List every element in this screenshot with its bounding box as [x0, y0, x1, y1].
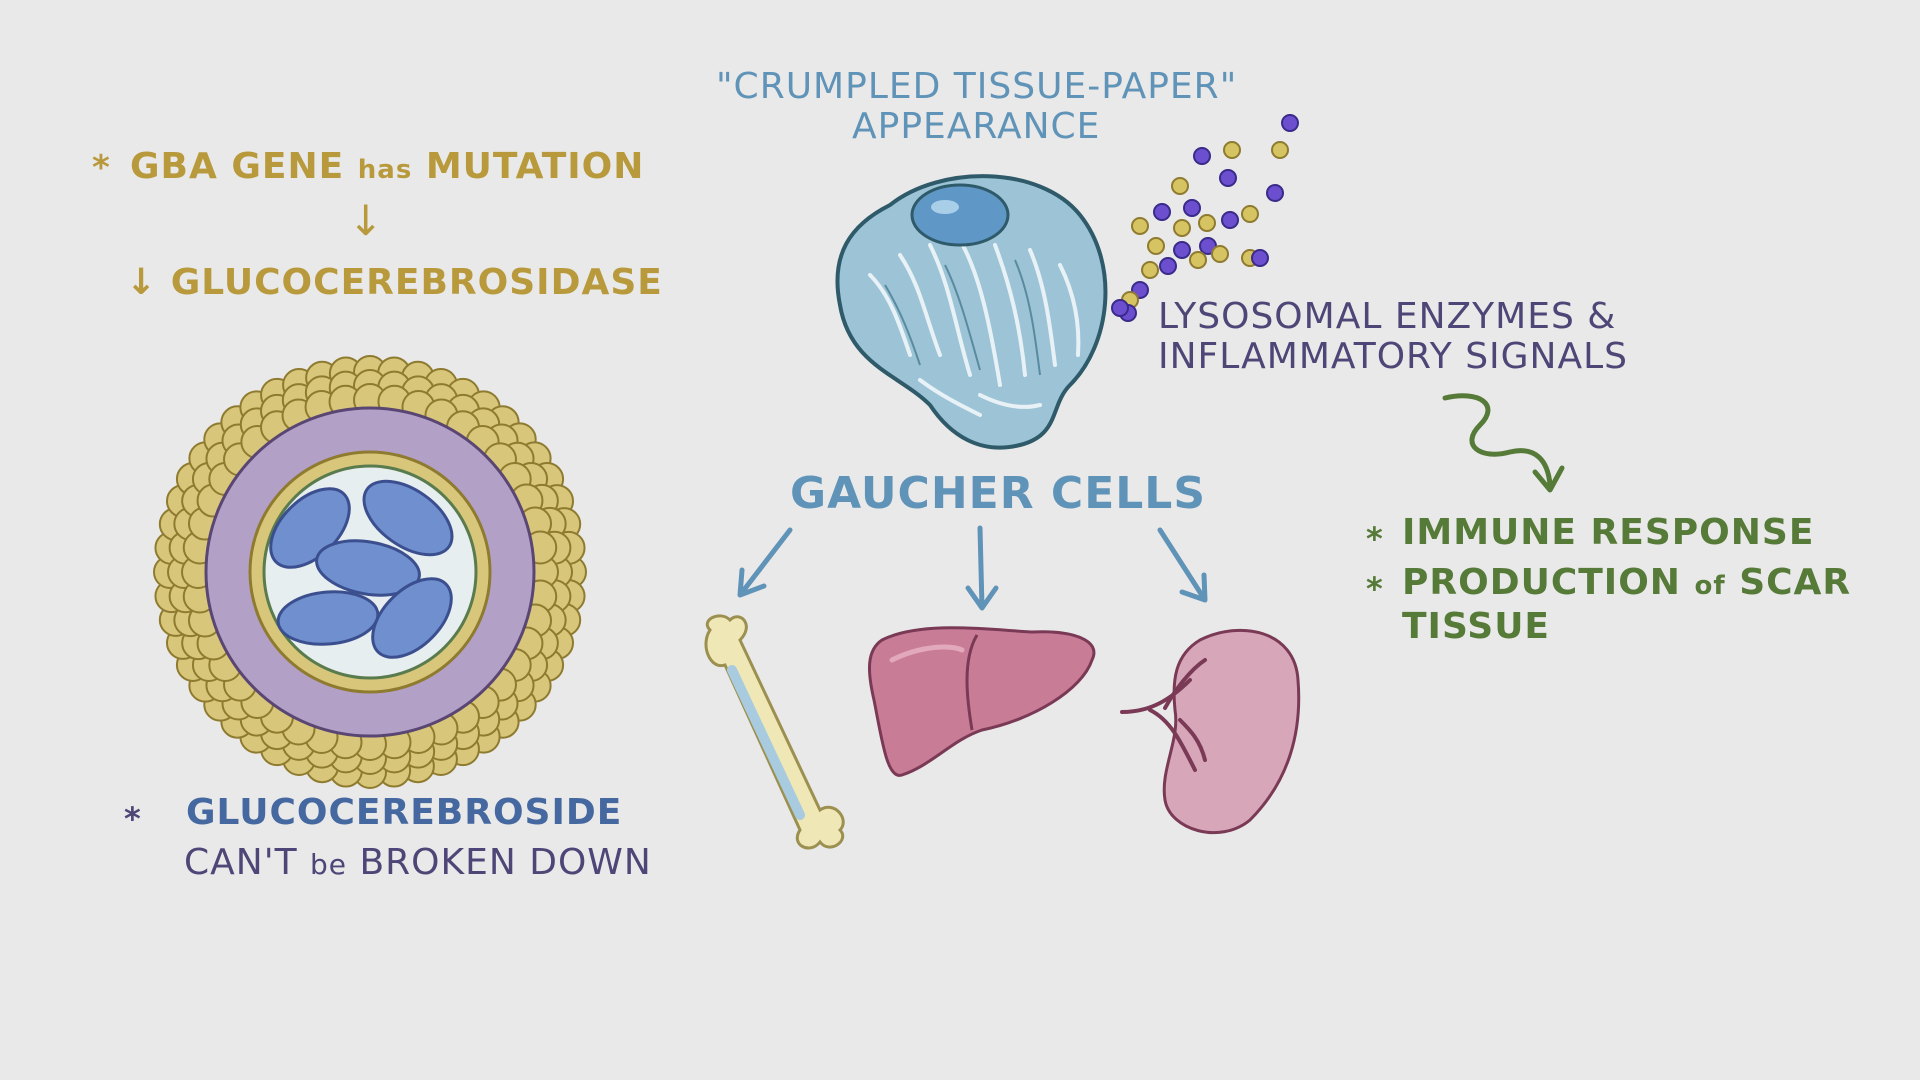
effect-star-1: *: [1366, 520, 1383, 558]
substrate-star: *: [124, 800, 141, 838]
bone-marrow: [727, 665, 805, 820]
appearance-quote-line1: "CRUMPLED TISSUE-PAPER": [716, 66, 1238, 107]
enzyme-particle: [1183, 199, 1201, 217]
arrow-to-liver: [965, 525, 999, 611]
gene-has: has: [357, 155, 413, 185]
enzyme-particle: [1111, 299, 1129, 317]
enzyme-particle: [1219, 169, 1237, 187]
gaucher-cell-illustration: [835, 174, 1108, 450]
effect-scar-tissue-line2: TISSUE: [1402, 606, 1551, 647]
nucleus-highlight: [931, 200, 959, 214]
enzyme-particle: [1193, 147, 1211, 165]
gene-suffix: MUTATION: [412, 146, 645, 187]
lysosome-scalloped-membrane: [153, 355, 587, 789]
effect-immune-response: IMMUNE RESPONSE: [1402, 512, 1815, 553]
squiggle-arrow: [1442, 393, 1565, 493]
gaucher-cells-label: GAUCHER CELLS: [790, 468, 1207, 519]
substrate-prefix: CAN'T: [184, 842, 311, 883]
bone-shaft: [704, 614, 845, 850]
scar-of: of: [1694, 571, 1726, 601]
scar-prefix: PRODUCTION: [1402, 562, 1695, 603]
bone-illustration: [704, 614, 845, 850]
gaucher-cell-nucleus: [910, 183, 1010, 247]
crumpled-striations: [868, 238, 1081, 417]
signal-particle: [1241, 205, 1259, 223]
enzyme-particle: [1173, 241, 1191, 259]
liver-illustration: [868, 626, 1096, 777]
substrate-be: be: [310, 848, 348, 881]
signal-particle: [1211, 245, 1229, 263]
liver-lobe-line: [965, 634, 979, 731]
signal-particle: [1173, 219, 1191, 237]
scar-suffix: SCAR: [1725, 562, 1852, 603]
enzyme-text: ↓ GLUCOCEREBROSIDASE: [126, 262, 663, 303]
liver-shape: [868, 626, 1096, 777]
liver-highlight: [889, 644, 965, 663]
substrate-suffix: BROKEN DOWN: [347, 842, 652, 883]
lysosome-illustration: [153, 355, 587, 789]
enzyme-particle: [1266, 184, 1284, 202]
arrow-to-spleen: [1157, 527, 1208, 603]
appearance-quote-line2: APPEARANCE: [852, 106, 1101, 147]
gene-prefix: GBA GENE: [130, 146, 358, 187]
arrow-to-bone: [737, 527, 793, 598]
spleen-shape: [1162, 628, 1301, 835]
enzyme-particle: [1153, 203, 1171, 221]
splenic-vessels: [1120, 658, 1207, 772]
effect-star-2: *: [1366, 570, 1383, 608]
signal-particle: [1171, 177, 1189, 195]
glucocerebroside-deposits: [269, 479, 454, 659]
signal-particle: [1147, 237, 1165, 255]
enzyme-particle: [1251, 249, 1269, 267]
enzyme-particle: [1221, 211, 1239, 229]
gene-star: *: [92, 148, 110, 188]
substrate-fate: CAN'T be BROKEN DOWN: [184, 842, 652, 883]
signals-line2: INFLAMMATORY SIGNALS: [1158, 336, 1629, 377]
enzyme-signal-particles: [1111, 114, 1299, 322]
substrate-name: GLUCOCEREBROSIDE: [186, 792, 623, 833]
signal-particle: [1223, 141, 1241, 159]
signal-particle: [1198, 214, 1216, 232]
signal-particle: [1271, 141, 1289, 159]
signal-particle: [1189, 251, 1207, 269]
gene-mutation-text: GBA GENE has MUTATION: [130, 146, 644, 187]
enzyme-particle: [1159, 257, 1177, 275]
organ-arrows: [737, 525, 1208, 611]
signal-particle: [1131, 217, 1149, 235]
signal-particle: [1141, 261, 1159, 279]
effect-scar-tissue-line1: PRODUCTION of SCAR: [1402, 562, 1851, 603]
crumpled-striations-dark: [884, 259, 1041, 376]
signals-line1: LYSOSOMAL ENZYMES &: [1158, 296, 1617, 337]
enzyme-particle: [1281, 114, 1299, 132]
down-arrow-text: ↓: [348, 196, 385, 245]
spleen-illustration: [1120, 628, 1301, 835]
gaucher-cell-body: [835, 174, 1108, 450]
